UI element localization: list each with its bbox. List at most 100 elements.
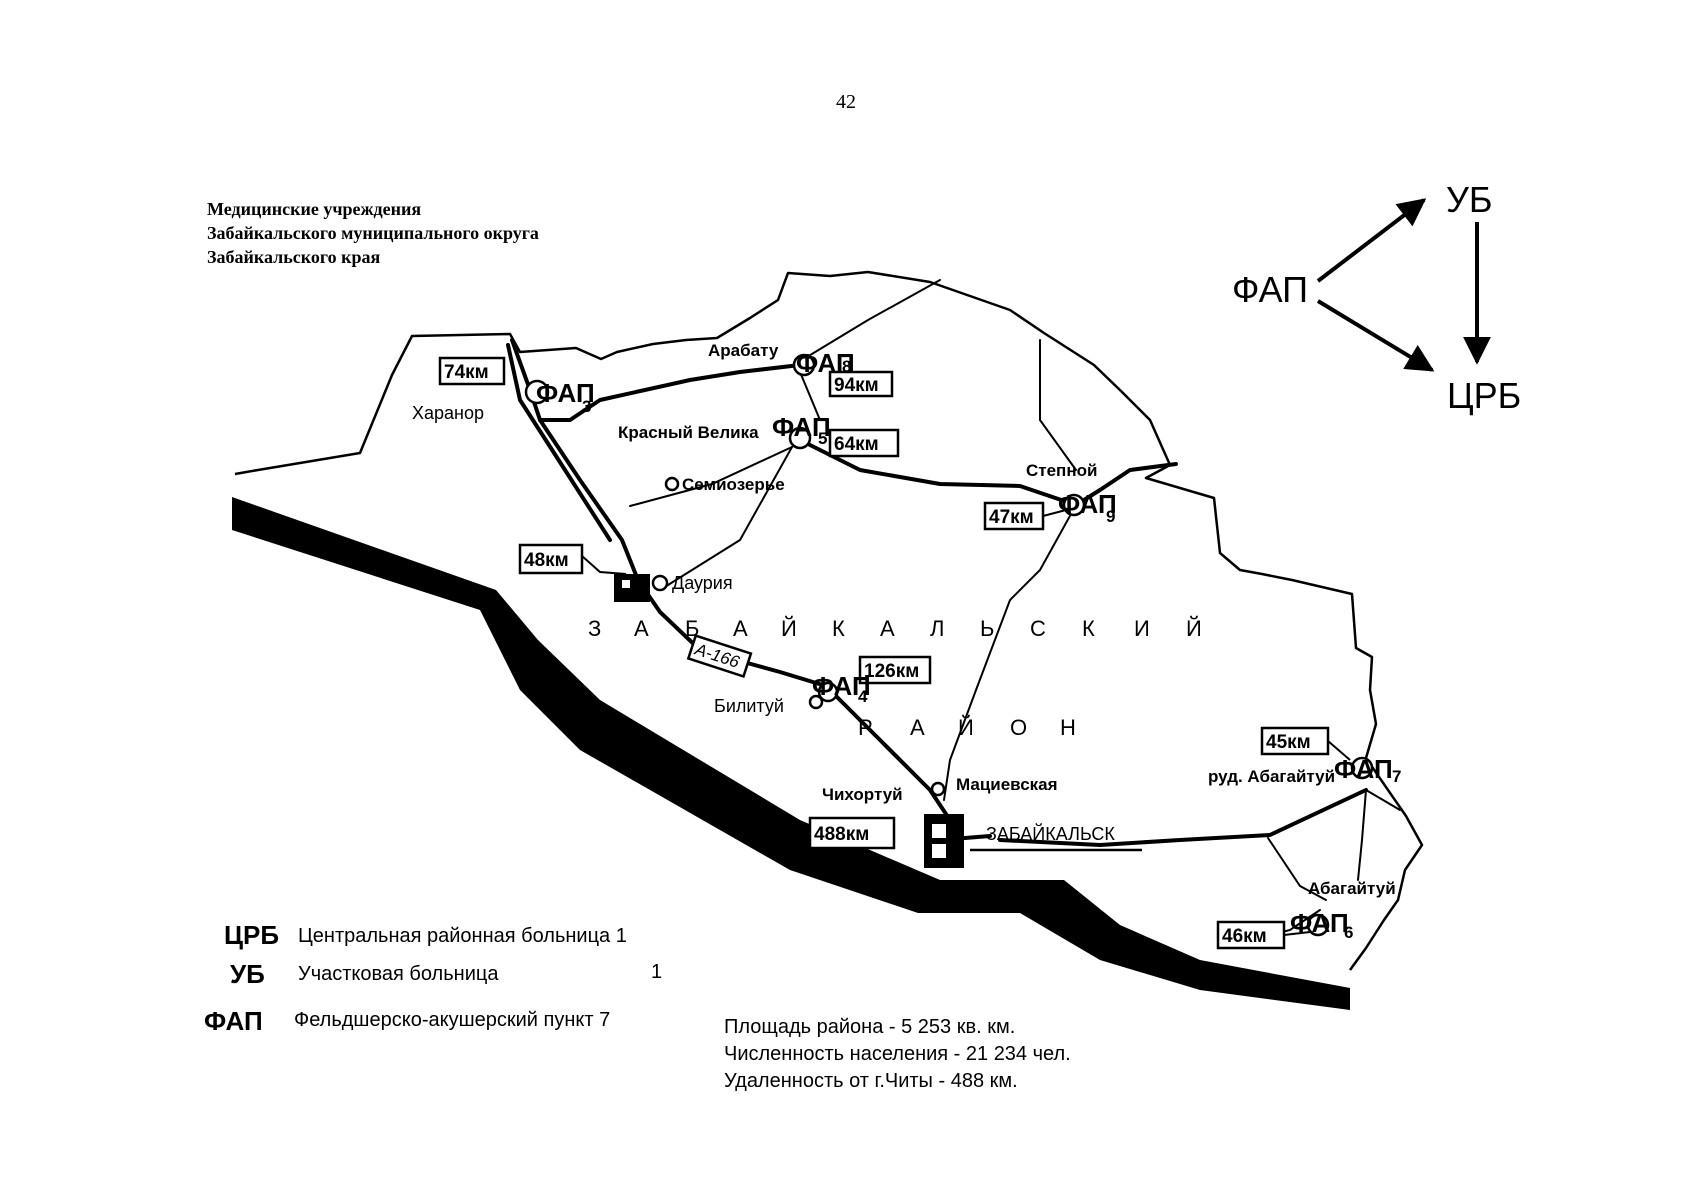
svg-text:К: К — [832, 616, 845, 641]
map-title-line-2: Забайкальского муниципального округа — [207, 223, 539, 243]
distance-rud-abagaytuy: 45км — [1260, 726, 1330, 756]
place-dauriya: Даурия — [672, 573, 733, 593]
svg-text:ФАП: ФАП — [536, 378, 595, 408]
svg-text:7: 7 — [1392, 767, 1401, 786]
legend: ЦРБ Центральная районная больница 1 УБ У… — [204, 920, 662, 1036]
svg-text:Й: Й — [1186, 616, 1202, 641]
svg-text:ФАП: ФАП — [1058, 489, 1117, 519]
legend-ub-abbr: УБ — [230, 959, 265, 989]
svg-text:3: 3 — [582, 397, 591, 416]
info-area: Площадь района - 5 253 кв. км. — [724, 1016, 1015, 1038]
svg-text:94км: 94км — [834, 375, 879, 396]
svg-text:А: А — [880, 616, 895, 641]
svg-text:488км: 488км — [814, 824, 869, 845]
svg-text:74км: 74км — [444, 362, 489, 383]
distance-zabaikalsk: 488км — [808, 816, 896, 850]
flow-arrow-fap-to-crb — [1316, 299, 1435, 372]
place-stepnoy: Степной — [1026, 461, 1097, 480]
distance-krasny-velikan: 64км — [828, 428, 900, 458]
district-name-line-2: Р А Й О Н — [858, 715, 1076, 740]
place-zabaikalsk: ЗАБАЙКАЛЬСК — [986, 823, 1115, 844]
svg-text:126км: 126км — [864, 661, 919, 682]
hospital-crb-zabaikalsk — [924, 814, 964, 868]
svg-text:ФАП: ФАП — [1290, 908, 1349, 938]
svg-text:9: 9 — [1106, 507, 1115, 526]
legend-crb-abbr: ЦРБ — [224, 920, 279, 950]
fap-6: ФАП 6 — [1290, 908, 1353, 942]
svg-text:А: А — [910, 715, 925, 740]
svg-text:45км: 45км — [1266, 732, 1311, 753]
state-border — [232, 497, 1350, 1010]
fap-3: ФАП 3 — [536, 378, 595, 416]
legend-fap-abbr: ФАП — [204, 1006, 263, 1036]
svg-text:Н: Н — [1060, 715, 1076, 740]
svg-text:4: 4 — [858, 687, 868, 706]
settlement-markers — [524, 353, 1374, 937]
svg-text:Ь: Ь — [980, 616, 994, 641]
place-kharanor: Харанор — [412, 403, 484, 423]
svg-text:47км: 47км — [989, 507, 1034, 528]
svg-text:ФАП: ФАП — [796, 348, 855, 378]
fap-7: ФАП 7 — [1334, 754, 1401, 786]
legend-ub-count: 1 — [651, 961, 662, 983]
svg-text:Л: Л — [930, 616, 944, 641]
svg-text:5: 5 — [818, 429, 827, 448]
district-boundary — [234, 270, 1424, 971]
distance-bilituy: 126км — [858, 655, 932, 685]
svg-text:ФАП: ФАП — [772, 412, 831, 442]
hospital-ub-dauriya — [614, 574, 650, 602]
referral-flow-diagram: ФАП УБ ЦРБ — [1232, 179, 1521, 416]
place-semiozerye: Семиозерье — [682, 475, 785, 494]
place-bilituy: Билитуй — [714, 696, 784, 716]
distance-stepnoy: 47км — [983, 501, 1045, 531]
distance-arabatuk: 94км — [828, 370, 894, 398]
svg-text:К: К — [1082, 616, 1095, 641]
svg-text:ФАП: ФАП — [1334, 754, 1393, 784]
place-rud-abagaytuy: руд. Абагайтуй — [1208, 767, 1335, 786]
flow-arrow-fap-to-ub — [1316, 198, 1427, 283]
road-label-a166: А-166 — [686, 634, 753, 678]
svg-text:8: 8 — [842, 357, 851, 376]
distance-dauriya: 48км — [518, 543, 584, 575]
fap-5: ФАП 5 — [772, 412, 831, 448]
district-name-line-1: З А Б А Й К А Л Ь С К И Й — [588, 616, 1202, 641]
svg-text:А: А — [634, 616, 649, 641]
svg-text:С: С — [1030, 616, 1046, 641]
svg-text:З: З — [588, 616, 601, 641]
district-info: Площадь района - 5 253 кв. км. Численнос… — [724, 1016, 1071, 1092]
place-chikhortuy: Чихортуй — [822, 785, 903, 804]
svg-text:64км: 64км — [834, 434, 879, 455]
legend-fap-text: Фельдшерско-акушерский пункт 7 — [294, 1009, 610, 1031]
map-title-line-3: Забайкальского края — [207, 247, 380, 267]
fap-4: ФАП 4 — [812, 671, 871, 706]
svg-text:6: 6 — [1344, 923, 1353, 942]
info-distance: Удаленность от г.Читы - 488 км. — [724, 1070, 1018, 1092]
place-abagaytuy: Абагайтуй — [1308, 879, 1396, 898]
svg-text:А: А — [733, 616, 748, 641]
svg-text:Р: Р — [858, 715, 873, 740]
place-krasny-velikan: Красный Велика — [618, 423, 759, 442]
flow-ub-label: УБ — [1446, 179, 1493, 220]
distance-kharanor: 74км — [438, 356, 506, 386]
info-population: Численность населения - 21 234 чел. — [724, 1043, 1071, 1065]
svg-text:Б: Б — [685, 616, 699, 641]
page-number: 42 — [836, 91, 856, 113]
svg-text:46км: 46км — [1222, 926, 1267, 947]
legend-ub-text: Участковая больница — [298, 963, 499, 985]
fap-9: ФАП 9 — [1058, 489, 1117, 526]
svg-text:И: И — [1134, 616, 1150, 641]
flow-crb-label: ЦРБ — [1447, 375, 1521, 416]
svg-text:Й: Й — [958, 715, 974, 740]
place-arabatuk: Арабату — [708, 341, 779, 360]
svg-text:О: О — [1010, 715, 1027, 740]
distance-abagaytuy: 46км — [1216, 920, 1286, 950]
svg-text:Й: Й — [781, 616, 797, 641]
fap-8: ФАП 8 — [796, 348, 855, 378]
distance-pointers — [581, 509, 1351, 936]
flow-fap-label: ФАП — [1232, 269, 1308, 310]
svg-text:ФАП: ФАП — [812, 671, 871, 701]
legend-crb-text: Центральная районная больница 1 — [298, 925, 627, 947]
svg-text:48км: 48км — [524, 550, 569, 571]
map-title-line-1: Медицинские учреждения — [207, 199, 421, 219]
